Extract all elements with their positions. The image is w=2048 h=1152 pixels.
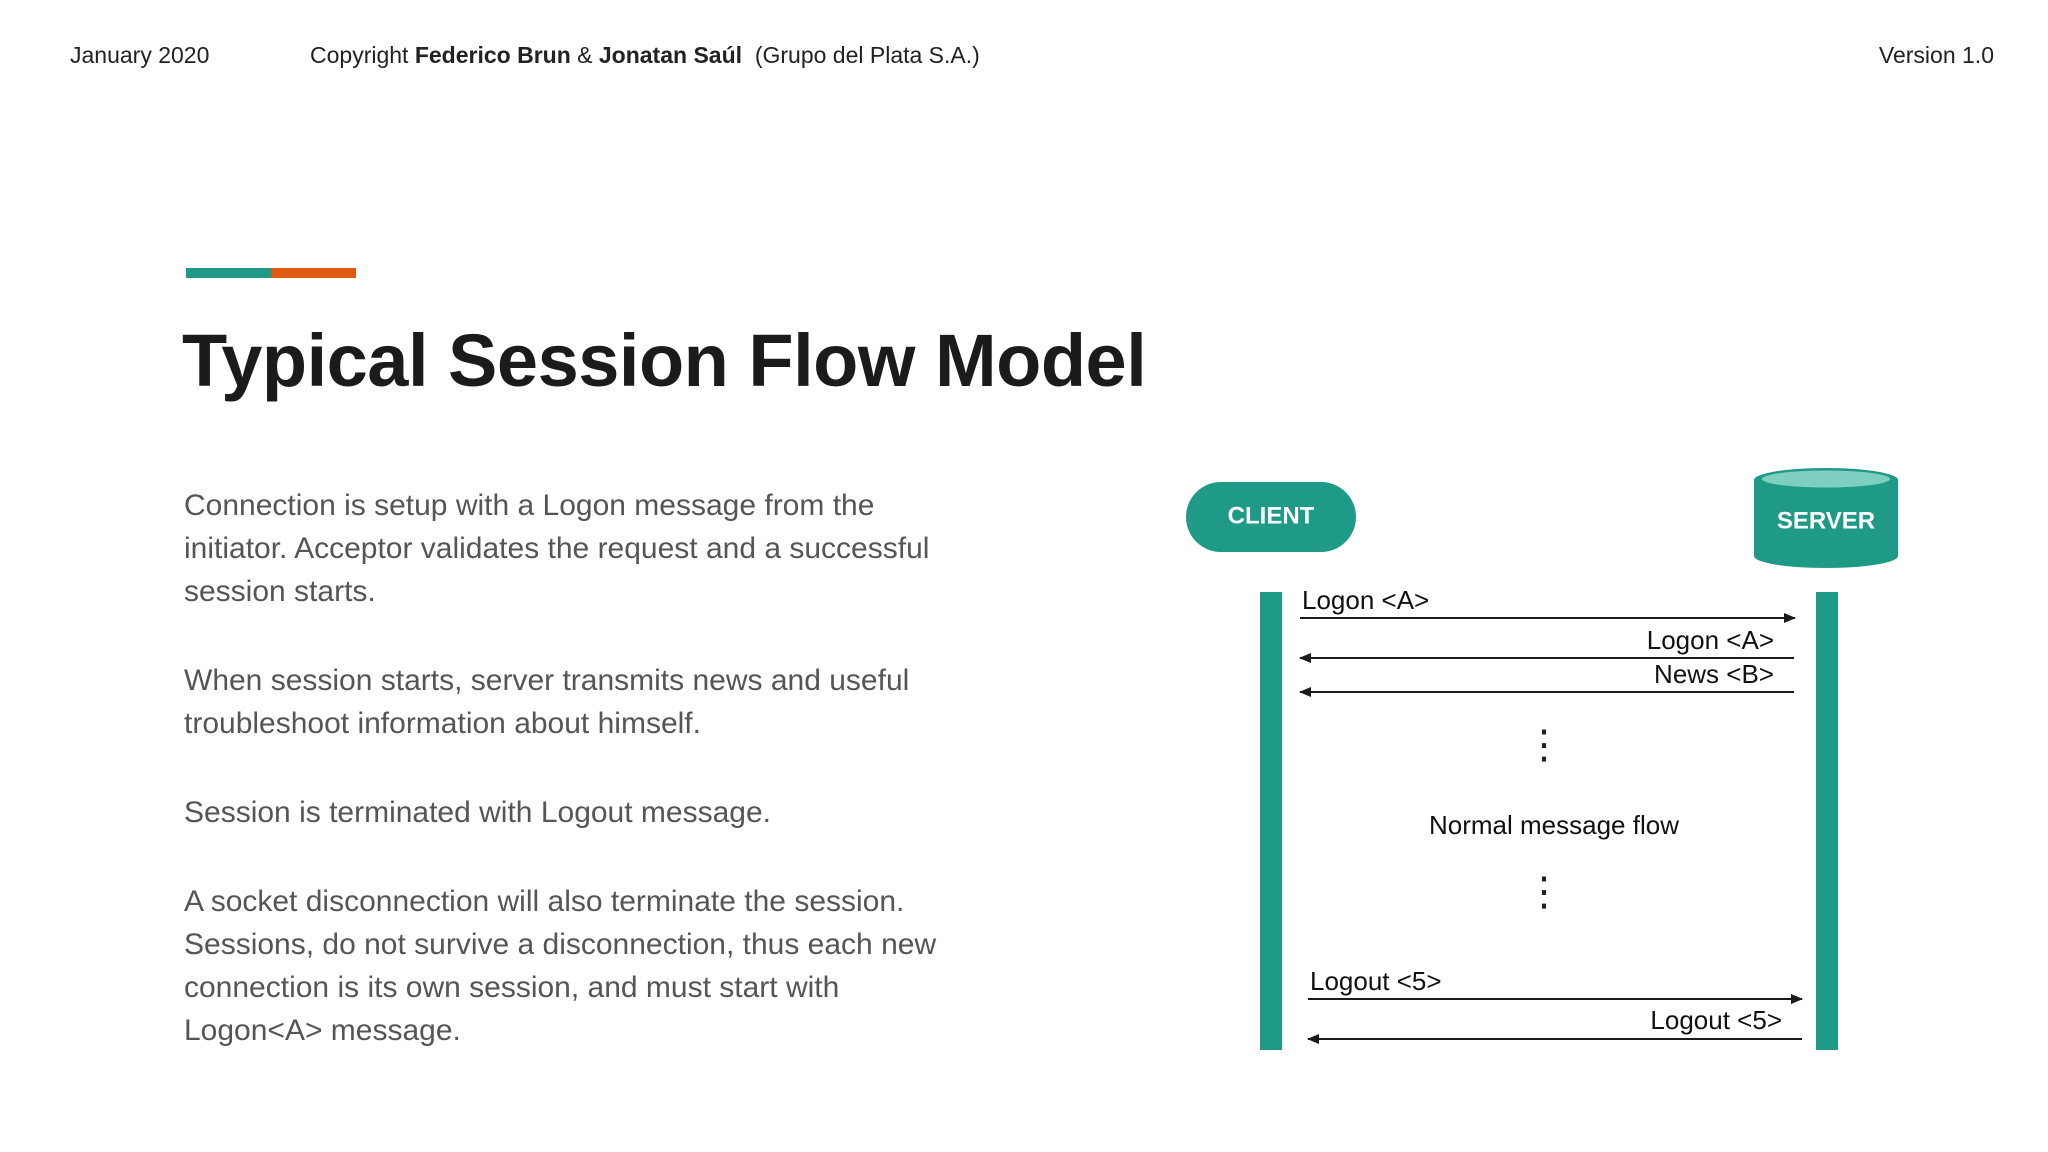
database-cylinder-icon bbox=[1754, 468, 1898, 568]
paragraph-logon: Connection is setup with a Logon message… bbox=[184, 489, 930, 608]
client-label: CLIENT bbox=[1228, 502, 1315, 529]
copyright-prefix: Copyright bbox=[310, 42, 409, 68]
title-accent-bar bbox=[186, 268, 356, 278]
author-ampersand: & bbox=[577, 42, 593, 68]
server-lifeline bbox=[1816, 592, 1838, 1050]
session-flow-diagram: CLIENT SERVER Logon <A> Logon <A> News <… bbox=[1170, 460, 1930, 1080]
header-copyright: Copyright Federico Brun & Jonatan Saúl (… bbox=[310, 40, 980, 70]
server-label: SERVER bbox=[1777, 507, 1875, 534]
message-label-logout-request: Logout <5> bbox=[1310, 966, 1442, 996]
server-cylinder-bottom bbox=[1754, 544, 1898, 568]
paragraph-news: When session starts, server transmits ne… bbox=[184, 664, 910, 740]
message-label-logout-response: Logout <5> bbox=[1650, 1005, 1782, 1035]
accent-segment-orange bbox=[271, 268, 356, 278]
accent-segment-teal bbox=[186, 268, 271, 278]
slide-title: Typical Session Flow Model bbox=[182, 319, 1147, 402]
author-2: Jonatan Saúl bbox=[598, 42, 743, 68]
server-cylinder-body bbox=[1754, 480, 1898, 556]
ellipsis-bottom: ⋮ bbox=[1524, 869, 1564, 915]
header-version: Version 1.0 bbox=[1878, 42, 1994, 68]
client-lifeline bbox=[1260, 592, 1282, 1050]
ellipsis-top: ⋮ bbox=[1524, 722, 1564, 768]
paragraph-disconnection: A socket disconnection will also termina… bbox=[184, 885, 937, 1047]
organization: (Grupo del Plata S.A.) bbox=[754, 42, 980, 68]
paragraph-logout: Session is terminated with Logout messag… bbox=[184, 796, 771, 829]
normal-message-flow-label: Normal message flow bbox=[1429, 810, 1679, 840]
sequence-diagram-svg: CLIENT SERVER Logon <A> Logon <A> News <… bbox=[1186, 468, 1898, 1050]
message-label-logon-request: Logon <A> bbox=[1302, 585, 1429, 615]
slide-body: Connection is setup with a Logon message… bbox=[184, 484, 984, 1098]
message-label-logon-response: Logon <A> bbox=[1647, 625, 1774, 655]
server-cylinder-top-face bbox=[1762, 470, 1890, 488]
message-label-news: News <B> bbox=[1654, 659, 1774, 689]
author-1: Federico Brun bbox=[414, 42, 571, 68]
header-date: January 2020 bbox=[70, 42, 210, 68]
client-node bbox=[1186, 482, 1356, 552]
